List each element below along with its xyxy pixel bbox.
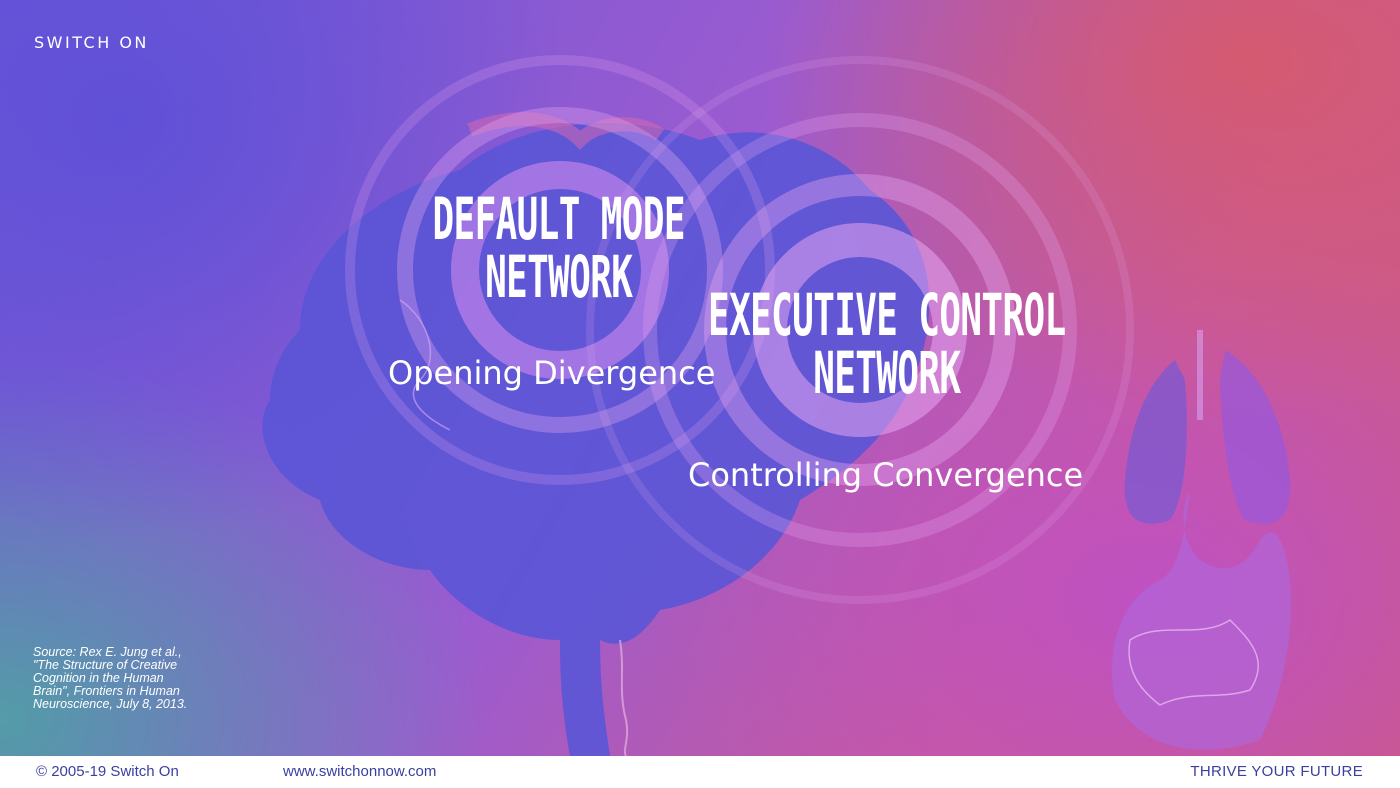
footer-copyright: © 2005-19 Switch On (36, 763, 179, 780)
rings-left (345, 55, 775, 485)
footer-tagline: THRIVE YOUR FUTURE (1190, 763, 1363, 780)
heading-executive-control-network: EXECUTIVE CONTROL NETWORK (676, 286, 1098, 402)
subtitle-controlling-convergence: Controlling Convergence (688, 456, 1084, 494)
brain-fold-top (467, 112, 665, 150)
brain-vein (399, 299, 451, 431)
source-citation: Source: Rex E. Jung et al., "The Structu… (33, 645, 188, 711)
brand-logo: SWITCH ON (34, 33, 149, 52)
heading-dmn-line-2: NETWORK (485, 243, 633, 311)
body-organs-illustration (1112, 330, 1291, 750)
footer-website-link[interactable]: www.switchonnow.com (283, 763, 437, 780)
brain-shape (262, 123, 930, 756)
left-lung (1124, 360, 1187, 524)
rings-right (586, 56, 1134, 604)
heading-dmn-line-1: DEFAULT MODE (432, 185, 686, 253)
brain-stem-line (619, 639, 629, 756)
illustration (262, 55, 1291, 756)
intestine-outline (1128, 619, 1260, 706)
intestines (1112, 490, 1291, 750)
subtitle-opening-divergence: Opening Divergence (388, 354, 716, 392)
heading-ecn-line-2: NETWORK (813, 339, 961, 407)
right-lung (1220, 350, 1291, 524)
heading-default-mode-network: DEFAULT MODE NETWORK (413, 190, 704, 306)
brain-illustration (262, 112, 930, 756)
slide: SWITCH ON DEFAULT MODE NETWORK EXECUTIVE… (0, 0, 1400, 756)
heading-ecn-line-1: EXECUTIVE CONTROL (708, 281, 1066, 349)
footer-bar: © 2005-19 Switch On www.switchonnow.com … (0, 756, 1400, 788)
